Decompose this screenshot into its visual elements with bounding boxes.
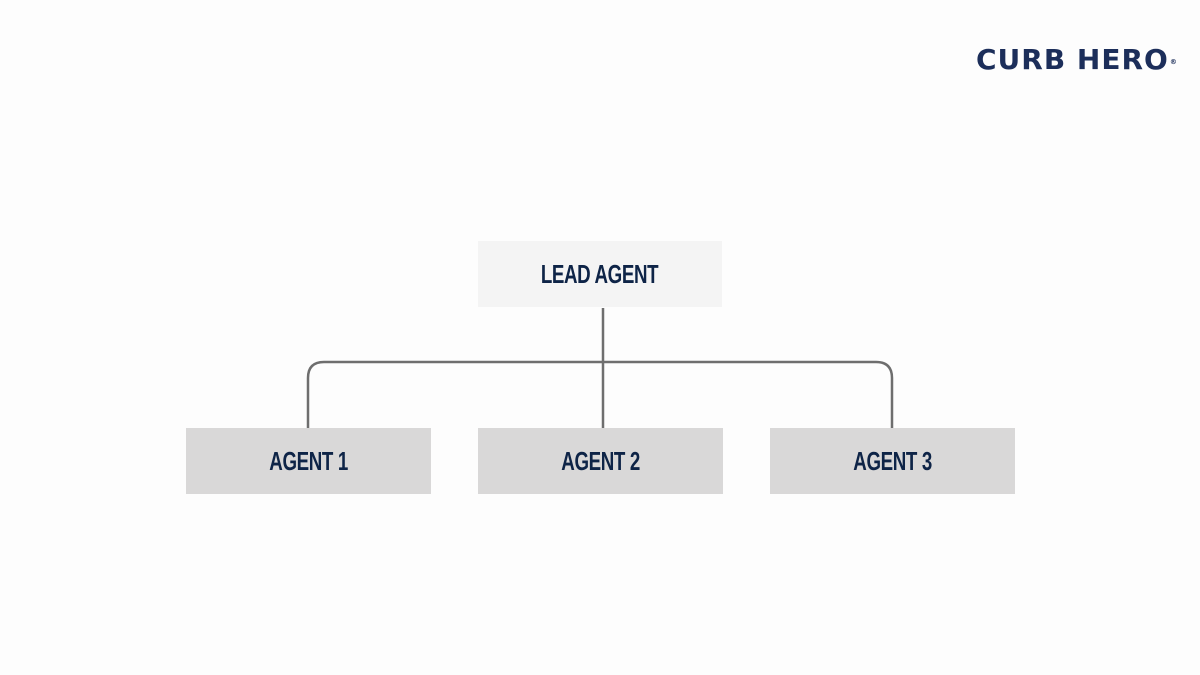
logo-text: CURB HERO <box>976 43 1169 76</box>
lead-agent-label: LEAD AGENT <box>541 258 659 289</box>
connector-horizontal-bar <box>306 360 894 428</box>
registered-mark: ® <box>1169 58 1177 66</box>
agent-2-label: AGENT 2 <box>561 445 640 476</box>
agent-3-label: AGENT 3 <box>853 445 932 476</box>
agent-1-label: AGENT 1 <box>269 445 348 476</box>
curb-hero-logo: CURB HERO® <box>976 44 1177 76</box>
lead-agent-node: LEAD AGENT <box>478 241 722 307</box>
agent-1-node: AGENT 1 <box>186 428 431 494</box>
agent-3-node: AGENT 3 <box>770 428 1015 494</box>
agent-2-node: AGENT 2 <box>478 428 723 494</box>
